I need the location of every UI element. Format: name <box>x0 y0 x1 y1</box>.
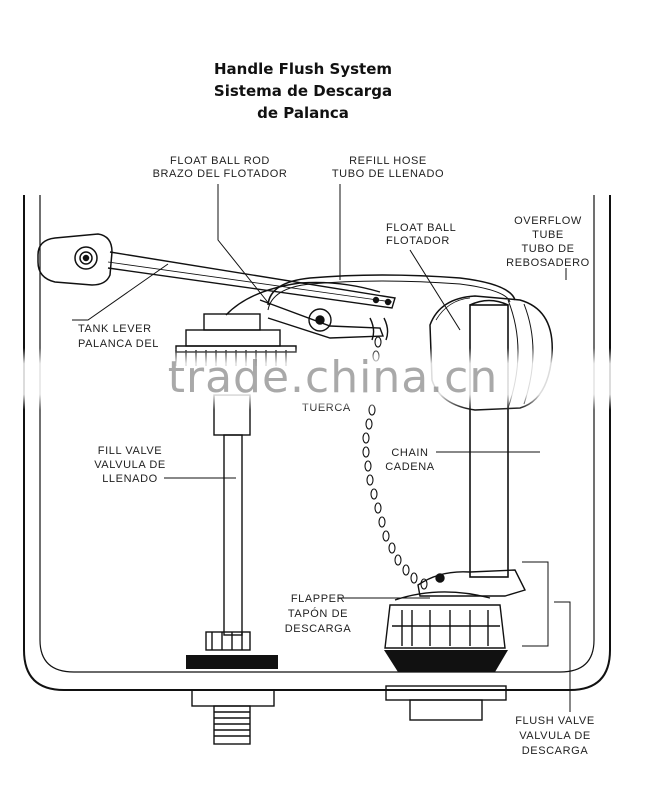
flush-valve-nut <box>385 685 507 721</box>
overflow-tube <box>469 299 509 578</box>
leader-lines <box>72 184 571 712</box>
float-rod-bracket <box>225 281 389 341</box>
label-flapper: FLAPPER TAPÓN DE DESCARGA <box>284 593 352 635</box>
flapper <box>394 569 526 601</box>
refill-hose <box>267 274 516 306</box>
watermark-band <box>0 348 666 410</box>
label-float-ball: FLOAT BALL FLOTADOR <box>386 222 457 247</box>
label-fill-valve: FILL VALVE VALVULA DE LLENADO <box>94 445 166 485</box>
flush-valve <box>384 604 506 649</box>
label-flush-valve: FLUSH VALVE VALVULA DE DESCARGA <box>515 715 595 757</box>
label-tank-lever: TANK LEVER PALANCA DEL <box>78 323 159 350</box>
tank-outline <box>23 195 611 691</box>
fill-valve-nut <box>191 689 275 745</box>
title-line-3: de Palanca <box>257 104 349 122</box>
label-float-ball-rod: FLOAT BALL ROD BRAZO DEL FLOTADOR <box>152 155 288 180</box>
label-overflow-tube: OVERFLOW TUBE TUBO DE REBOSADERO <box>506 215 590 269</box>
title-line-1: Handle Flush System <box>213 60 392 78</box>
handle-mount <box>37 233 113 286</box>
fill-valve-shaft <box>205 394 251 651</box>
label-refill-hose: REFILL HOSE TUBO DE LLENADO <box>331 155 445 180</box>
flush-valve-gasket <box>384 650 508 672</box>
diagram-title: Handle Flush System Sistema de Descarga … <box>150 58 456 124</box>
watermark-text: trade.china.cn <box>167 352 499 403</box>
tank-inner-wall <box>39 195 595 673</box>
label-chain: CHAIN CADENA <box>385 447 435 473</box>
title-line-2: Sistema de Descarga <box>213 82 393 100</box>
tank-lever-arm <box>107 251 396 309</box>
chain <box>362 336 428 590</box>
fill-valve-gasket <box>186 655 278 669</box>
